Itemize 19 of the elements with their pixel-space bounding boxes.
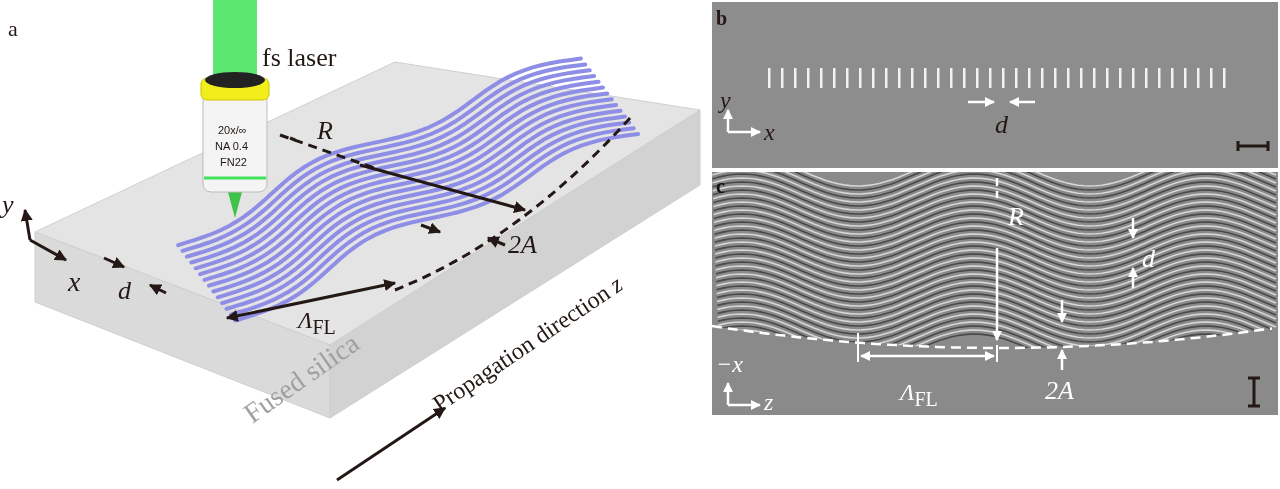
lens-spec-text: NA 0.4	[215, 141, 249, 152]
lens-spec-text: 20x/∞	[218, 125, 247, 136]
dimension-label: 2A	[1045, 378, 1074, 404]
panel-label: a	[8, 18, 18, 40]
panel-label: b	[716, 8, 728, 28]
annotation-text: fs laser	[262, 45, 337, 71]
axis-label: −x	[716, 352, 743, 376]
axis-label: x	[764, 120, 775, 144]
axis-label: z	[764, 390, 774, 414]
dimension-label: Λ$_{FL}$	[298, 308, 336, 337]
dimension-label: d	[118, 278, 131, 304]
axis-label: R	[317, 118, 333, 144]
axis-label: x	[68, 268, 81, 296]
axis-label: y	[2, 192, 14, 218]
axis-label: y	[720, 88, 731, 112]
dimension-label: d	[995, 112, 1008, 138]
lens-spec-text: FN22	[220, 157, 247, 168]
dimension-label: Λ$_{FL}$	[900, 380, 938, 409]
dimension-label: 2A	[508, 232, 537, 258]
